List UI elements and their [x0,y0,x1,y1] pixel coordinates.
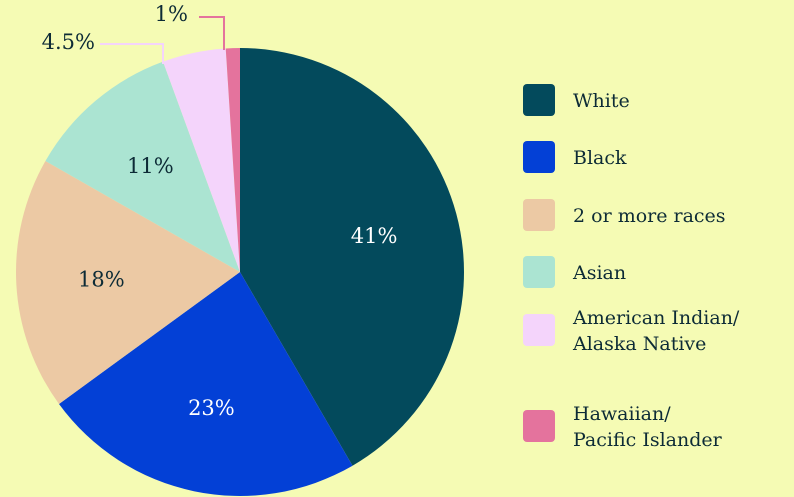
slice-label-2-or-more-races: 18% [78,268,125,292]
legend-label-asian: Asian [572,262,626,284]
pie-slice-black [58,272,353,496]
legend-swatch-white [523,84,555,116]
legend-label-american-indian-alaska-native: American Indian/ [572,307,740,329]
legend-label-hawaiian-pacific-islander: Pacific Islander [573,429,723,451]
legend-swatch-black [523,141,555,173]
legend-label-black: Black [573,147,627,169]
pie-slice-white [240,48,465,466]
slice-label-white: 41% [351,224,398,248]
legend-label-white: White [573,90,630,112]
leader-line-american-indian-alaska-native [100,43,164,64]
legend-item-black: Black [523,141,627,173]
legend-swatch-american-indian-alaska-native [523,314,555,346]
legend-item-asian: Asian [523,256,626,288]
leader-line-hawaiian-pacific-islander [199,16,225,50]
slice-label-black: 23% [188,396,235,420]
legend-label-hawaiian-pacific-islander: Hawaiian/ [573,403,671,425]
slice-label-hawaiian-pacific-islander: 1% [155,2,188,26]
legend-item-white: White [523,84,630,116]
pie-slice-american-indian-alaska-native [163,48,240,273]
legend-label-2-or-more-races: 2 or more races [573,205,726,227]
legend-swatch-hawaiian-pacific-islander [523,410,555,442]
pie-slice-2-or-more-races [15,161,240,404]
slice-label-american-indian-alaska-native: 4.5% [42,30,95,54]
legend-swatch-2-or-more-races [523,199,555,231]
legend-item-hawaiian-pacific-islander: Hawaiian/Pacific Islander [523,403,723,451]
pie-slice-asian [45,61,240,273]
slice-labels: 41% 23% 18% 11% 4.5% 1% [42,2,398,420]
leader-lines [100,16,225,64]
legend-item-2-or-more-races: 2 or more races [523,199,726,231]
slice-label-asian: 11% [127,154,174,178]
pie-slices [15,48,465,496]
legend-item-american-indian-alaska-native: American Indian/Alaska Native [523,307,740,355]
pie-slice-hawaiian-pacific-islander [225,48,240,272]
legend-label-american-indian-alaska-native: Alaska Native [572,333,706,355]
legend-swatch-asian [523,256,555,288]
